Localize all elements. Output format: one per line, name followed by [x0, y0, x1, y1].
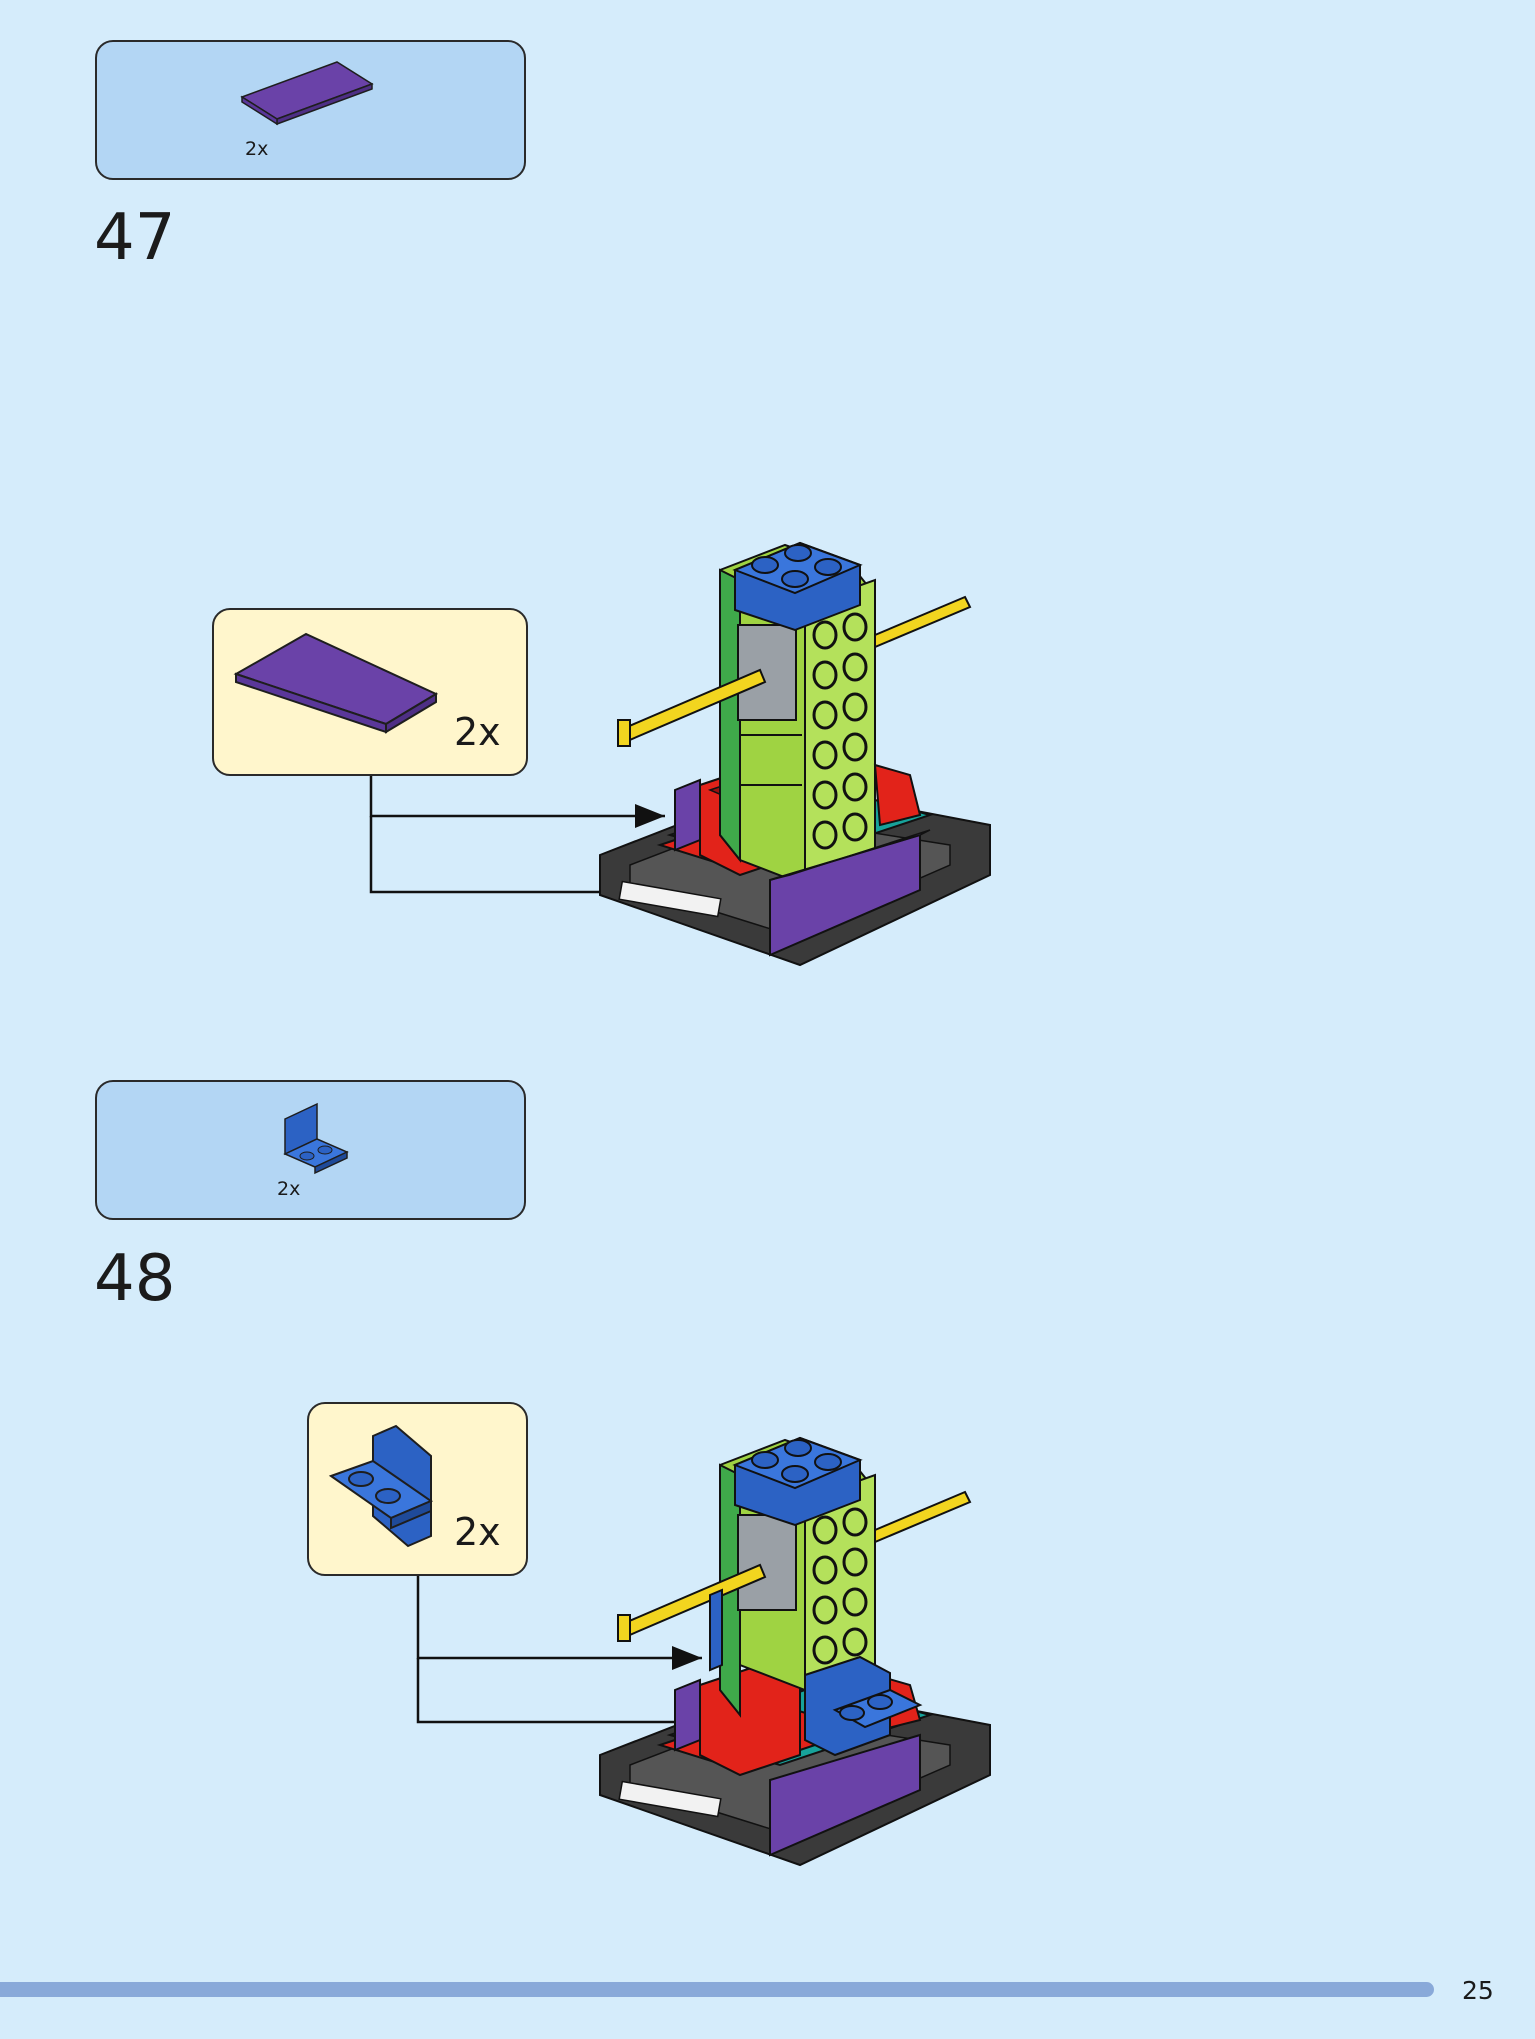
model-assembly-48 [599, 1436, 991, 1867]
callout-count: 2x [454, 1510, 501, 1554]
blue-bracket-icon [283, 1102, 349, 1175]
step-47-callout: 2x [212, 608, 528, 776]
purple-tile-icon [233, 632, 439, 734]
step-number: 48 [94, 1242, 176, 1316]
step-number: 47 [94, 201, 176, 275]
footer-progress-bar [0, 1982, 1434, 1997]
model-assembly-47 [599, 541, 991, 967]
page-number: 25 [1462, 1976, 1494, 2005]
step-48-parts-list: 2x [95, 1080, 526, 1220]
purple-tile-icon [240, 61, 374, 126]
parts-count: 2x [245, 138, 269, 160]
callout-count: 2x [454, 710, 501, 754]
parts-count: 2x [277, 1178, 301, 1200]
step-47-parts-list: 2x [95, 40, 526, 180]
step-48-callout: 2x [307, 1402, 528, 1576]
blue-bracket-icon [328, 1424, 434, 1548]
